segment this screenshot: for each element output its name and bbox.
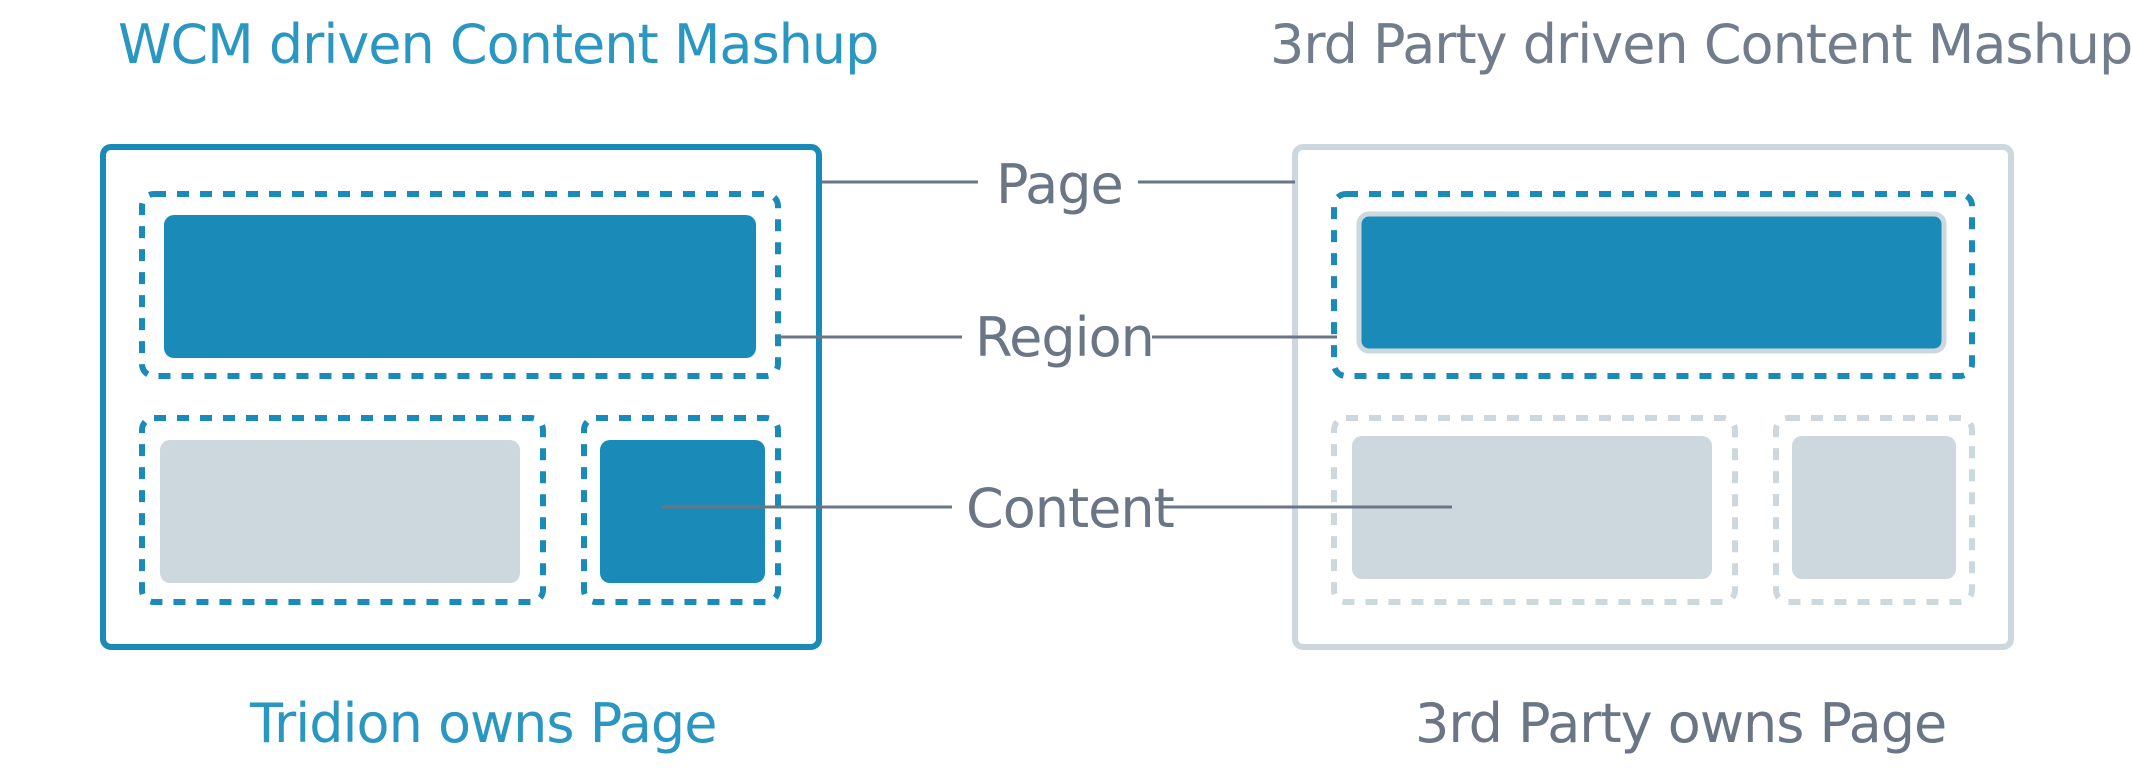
left-content-bottom-left [160, 440, 520, 583]
right-panel [1292, 144, 2014, 650]
right-region-bottom-left [1331, 415, 1738, 605]
right-region-top [1331, 191, 1975, 379]
connector-lines [662, 180, 1452, 509]
right-content-top [1356, 211, 1947, 354]
right-panel-title: 3rd Party driven Content Mashup [1270, 13, 2132, 76]
left-region-top [139, 191, 781, 379]
left-content-bottom-right [600, 440, 765, 583]
region-label: Region [975, 306, 1155, 369]
left-region-bottom-left [139, 415, 546, 605]
page-label: Page [996, 153, 1124, 216]
right-content-bottom-right [1792, 436, 1956, 579]
left-panel-title: WCM driven Content Mashup [118, 13, 879, 76]
left-content-top [164, 215, 756, 358]
right-panel-caption: 3rd Party owns Page [1415, 692, 1947, 755]
right-content-bottom-left [1352, 436, 1712, 579]
left-panel-caption: Tridion owns Page [250, 692, 717, 755]
left-panel [100, 144, 822, 650]
content-label: Content [966, 477, 1175, 540]
